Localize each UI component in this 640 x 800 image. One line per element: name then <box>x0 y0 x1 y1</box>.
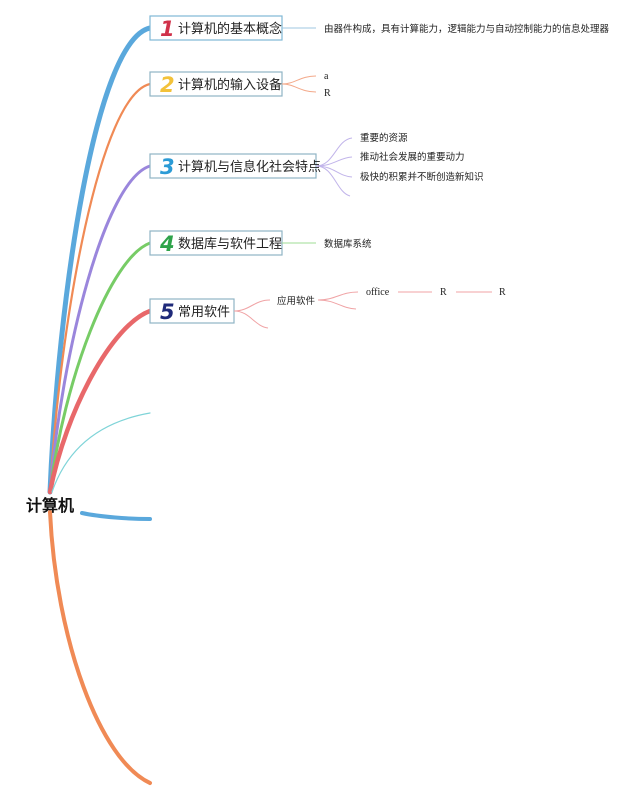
leaf-connector <box>233 310 269 329</box>
topic-5[interactable]: 5 常用软件 应用软件 office R R <box>149 287 506 329</box>
topic-2[interactable]: 2 计算机的输入设备 a R <box>149 71 331 99</box>
topic-box <box>149 71 283 97</box>
leaf-label: 极快的积累并不断创造新知识 <box>360 171 484 183</box>
leaf-connector <box>315 165 351 197</box>
leaf-label: 数据库系统 <box>324 238 372 250</box>
branch-line-2 <box>48 82 152 494</box>
leaf-connector <box>315 137 353 167</box>
leaf-connector <box>281 83 317 93</box>
leaf-connector <box>315 165 353 178</box>
leaf-label: R <box>440 287 447 298</box>
branch-line-8 <box>48 510 152 785</box>
subtopic-label: 应用软件 <box>277 295 316 307</box>
topic-label: 计算机的输入设备 <box>178 77 282 93</box>
topic-number: 2 <box>160 73 175 97</box>
topic-number: 3 <box>160 155 175 179</box>
leaf-label: office <box>366 287 390 298</box>
branch-line-3 <box>48 164 152 494</box>
topic-number: 1 <box>160 17 175 41</box>
topic-label: 计算机的基本概念 <box>178 21 282 37</box>
branch-line-6 <box>51 412 151 493</box>
topic-box <box>149 298 235 324</box>
root-label: 计算机 <box>26 496 74 515</box>
leaf-label: R <box>324 88 331 99</box>
topic-label: 数据库与软件工程 <box>178 236 282 252</box>
topic-1[interactable]: 1 计算机的基本概念 由器件构成，具有计算能力，逻辑能力与自动控制能力的信息处理… <box>149 15 610 41</box>
leaf-label: 由器件构成，具有计算能力，逻辑能力与自动控制能力的信息处理器 <box>324 23 610 35</box>
topic-number: 4 <box>159 232 175 256</box>
topic-3[interactable]: 3 计算机与信息化社会特点 重要的资源 推动社会发展的重要动力 极快的积累并不断… <box>149 132 484 197</box>
topic-box <box>149 15 283 41</box>
branch-line-4 <box>48 241 152 494</box>
branch-line-1 <box>47 25 153 495</box>
leaf-label: R <box>499 287 506 298</box>
topic-box <box>149 230 283 256</box>
topic-label: 常用软件 <box>178 305 230 320</box>
topic-box <box>149 153 317 179</box>
leaf-connector <box>317 299 357 310</box>
leaf-connector <box>317 291 359 301</box>
leaf-connector <box>233 299 271 312</box>
topic-4[interactable]: 4 数据库与软件工程 数据库系统 <box>149 230 372 256</box>
leaf-connector <box>281 75 317 85</box>
topic-number: 5 <box>160 300 175 324</box>
leaf-label: 推动社会发展的重要动力 <box>360 151 465 163</box>
branch-line-5 <box>47 308 153 495</box>
main-branches <box>47 25 153 785</box>
leaf-label: 重要的资源 <box>360 132 408 144</box>
topic-label: 计算机与信息化社会特点 <box>178 159 321 175</box>
leaf-label: a <box>324 71 329 82</box>
branch-line-7 <box>80 511 152 521</box>
